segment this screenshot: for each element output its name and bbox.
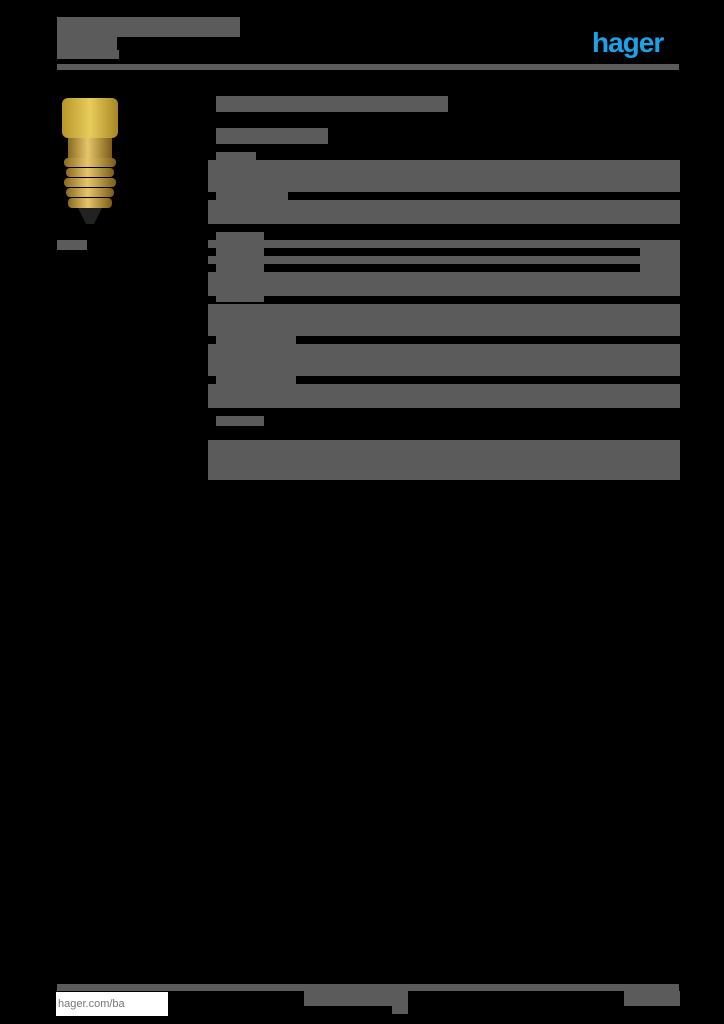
footer-center-small <box>392 1006 408 1014</box>
doc-title-line1 <box>57 17 240 37</box>
section1-row1-label <box>216 190 288 200</box>
section3-row1 <box>208 304 680 336</box>
section4-row <box>208 440 680 480</box>
section1-label <box>216 152 256 162</box>
doc-subtitle <box>57 50 119 59</box>
footer-center-text <box>304 991 408 1006</box>
product-caption <box>57 240 87 250</box>
footer-website-link[interactable]: hager.com/ba <box>56 992 168 1016</box>
section1-row1 <box>208 160 680 192</box>
section2-row2 <box>208 256 680 264</box>
section3-row3 <box>208 384 680 408</box>
section2-row3 <box>208 272 680 296</box>
product-image <box>62 98 118 224</box>
product-subtitle <box>216 128 328 144</box>
hager-logo: hager <box>592 27 664 58</box>
section2-value <box>640 240 680 296</box>
footer-page-number <box>624 991 680 1006</box>
section2-row1 <box>208 240 680 248</box>
product-title <box>216 96 448 112</box>
footer-rule <box>57 984 679 991</box>
header-rule <box>57 64 679 70</box>
section3-label <box>216 336 296 386</box>
section4-heading <box>216 416 264 426</box>
section1-row2 <box>208 200 680 224</box>
doc-title-line2 <box>57 37 117 50</box>
